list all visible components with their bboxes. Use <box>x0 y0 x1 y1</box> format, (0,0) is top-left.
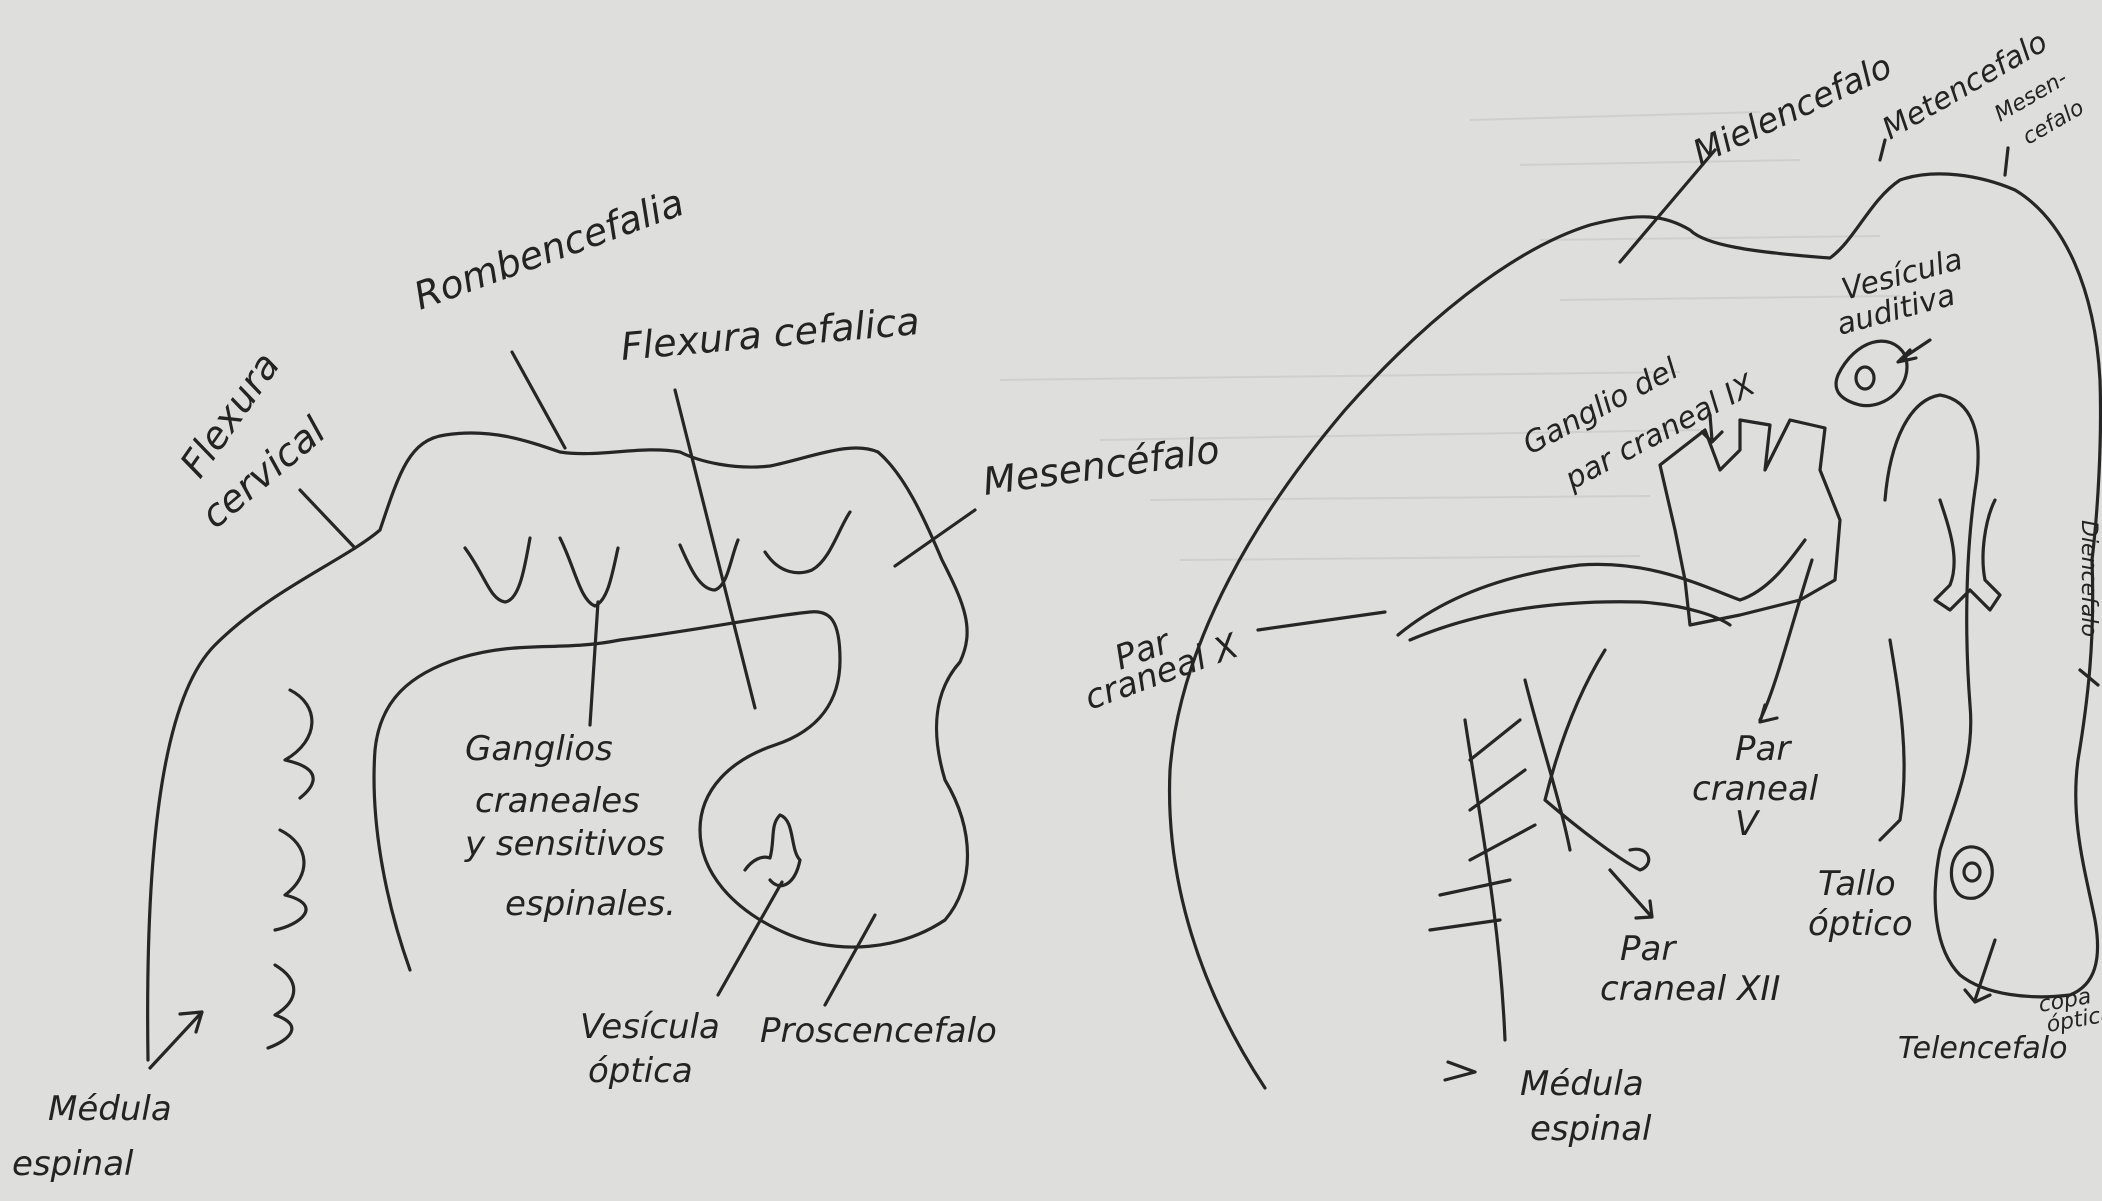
leader-flexura-cervical <box>300 490 355 548</box>
leader-par-craneal-xii <box>1610 870 1652 918</box>
auditory-vesicle-inner <box>1856 367 1874 389</box>
label-medula-espinal-right-line1: Médula <box>1520 1064 1644 1104</box>
leader-mesencefalo <box>895 510 975 566</box>
nerve-v-branch <box>1880 640 1904 840</box>
leader-medula-espinal-right <box>1445 1062 1475 1080</box>
label-tallo-optico-line1: Tallo <box>1818 864 1896 904</box>
leader-metencefalo <box>1880 140 1885 160</box>
leader-ganglios <box>590 602 598 725</box>
label-proscencefalo: Proscencefalo <box>760 1011 997 1051</box>
leader-par-craneal-x <box>1258 612 1385 630</box>
label-par-craneal-v-line1: Par <box>1735 729 1792 769</box>
label-ganglios-line1: Ganglios <box>465 729 613 769</box>
leader-medula-espinal <box>150 1012 202 1068</box>
label-par-craneal-xii-line2: craneal XII <box>1600 969 1780 1009</box>
cranial-ganglion-2 <box>560 538 618 606</box>
nerve-xii-branch <box>1545 650 1649 870</box>
label-mesencefalo-left: Mesencéfalo <box>980 427 1222 504</box>
cranial-ganglion-1 <box>465 538 530 602</box>
label-par-craneal-v-line3: V <box>1735 804 1761 844</box>
label-vesicula-optica-line1: Vesícula <box>580 1007 720 1047</box>
leader-flexura-cefalica <box>675 390 755 708</box>
label-ganglios-line4: espinales. <box>505 884 676 924</box>
pontine-flexure-line <box>1410 602 1730 640</box>
label-mielencefalo: Mielencefalo <box>1687 46 1898 173</box>
label-telencefalo: Telencefalo <box>1898 1031 2067 1066</box>
right-brain-diagram: Mielencefalo Metencefalo Mesen- cefalo V… <box>1079 25 2102 1149</box>
label-medula-espinal-line1: Médula <box>48 1089 172 1129</box>
label-par-craneal-v-line2: craneal <box>1692 769 1819 809</box>
cranial-ganglion-4 <box>765 512 850 573</box>
left-embryo-diagram: Flexura cervical Rombencefalia Flexura c… <box>12 180 1222 1184</box>
cranial-ganglion-3 <box>680 540 738 590</box>
label-flexura-cefalica: Flexura cefalica <box>619 299 921 369</box>
inner-tube-line <box>1398 540 1805 635</box>
label-diencefalo: Diencefalo <box>2076 520 2101 637</box>
paper-show-through <box>1000 112 1900 560</box>
leader-vesicula-optica <box>718 882 782 995</box>
label-ganglios-line2: craneales <box>475 781 640 821</box>
leader-rombencefalia <box>512 352 565 448</box>
optic-cup-inner <box>1964 863 1980 881</box>
leader-mesencefalo-right <box>2005 148 2008 175</box>
spinal-cord-lines <box>1465 680 1570 1040</box>
label-medula-espinal-right-line2: espinal <box>1530 1109 1652 1149</box>
optic-vesicle-shape <box>745 815 800 886</box>
spinal-ganglia-squiggle-1 <box>285 690 313 798</box>
leader-proscencefalo <box>825 915 875 1005</box>
label-tallo-optico-line2: óptico <box>1808 904 1913 944</box>
leader-telencefalo <box>1965 940 1995 1002</box>
label-par-craneal-xii-line1: Par <box>1620 929 1677 969</box>
spinal-ganglia-squiggle-2 <box>275 830 306 930</box>
label-vesicula-optica-line2: óptica <box>588 1051 693 1091</box>
label-ganglios-line3: y sensitivos <box>464 824 665 864</box>
diencephalon-outline <box>1885 395 2098 997</box>
label-medula-espinal-line2: espinal <box>12 1144 134 1184</box>
spinal-ganglia-squiggle-3 <box>268 965 294 1048</box>
label-rombencefalia: Rombencefalia <box>408 180 690 318</box>
optic-cup <box>1951 847 1992 898</box>
